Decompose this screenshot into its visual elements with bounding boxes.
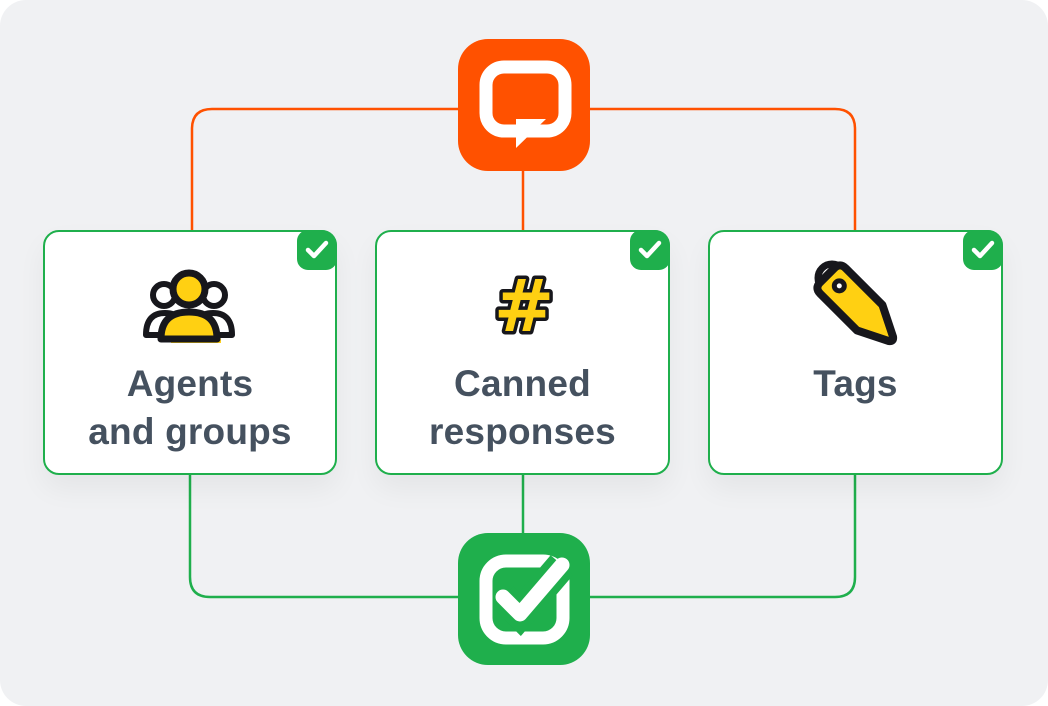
checkmark-icon: [638, 240, 662, 259]
checkmark-icon: [305, 240, 329, 259]
card-agents-check-badge[interactable]: [297, 230, 337, 270]
helpdesk-checkmark-icon: [479, 554, 574, 645]
agents-group-icon: [45, 254, 335, 358]
card-tags[interactable]: Tags: [708, 230, 1003, 475]
livechat-speech-bubble-icon: [479, 60, 572, 148]
source-app-logo: [458, 39, 590, 171]
card-tags-label: Tags: [813, 363, 898, 404]
card-canned-responses[interactable]: # Canned responses: [375, 230, 670, 475]
card-canned-label: Canned responses: [429, 363, 616, 452]
checkmark-icon: [971, 240, 995, 259]
svg-text:#: #: [493, 268, 553, 344]
price-tag-icon: [710, 254, 1001, 358]
hashtag-icon: #: [377, 254, 668, 358]
target-app-logo: [458, 533, 590, 665]
card-agents-and-groups[interactable]: Agents and groups: [43, 230, 337, 475]
card-tags-check-badge[interactable]: [963, 230, 1003, 270]
card-canned-check-badge[interactable]: [630, 230, 670, 270]
card-agents-label: Agents and groups: [88, 363, 292, 452]
